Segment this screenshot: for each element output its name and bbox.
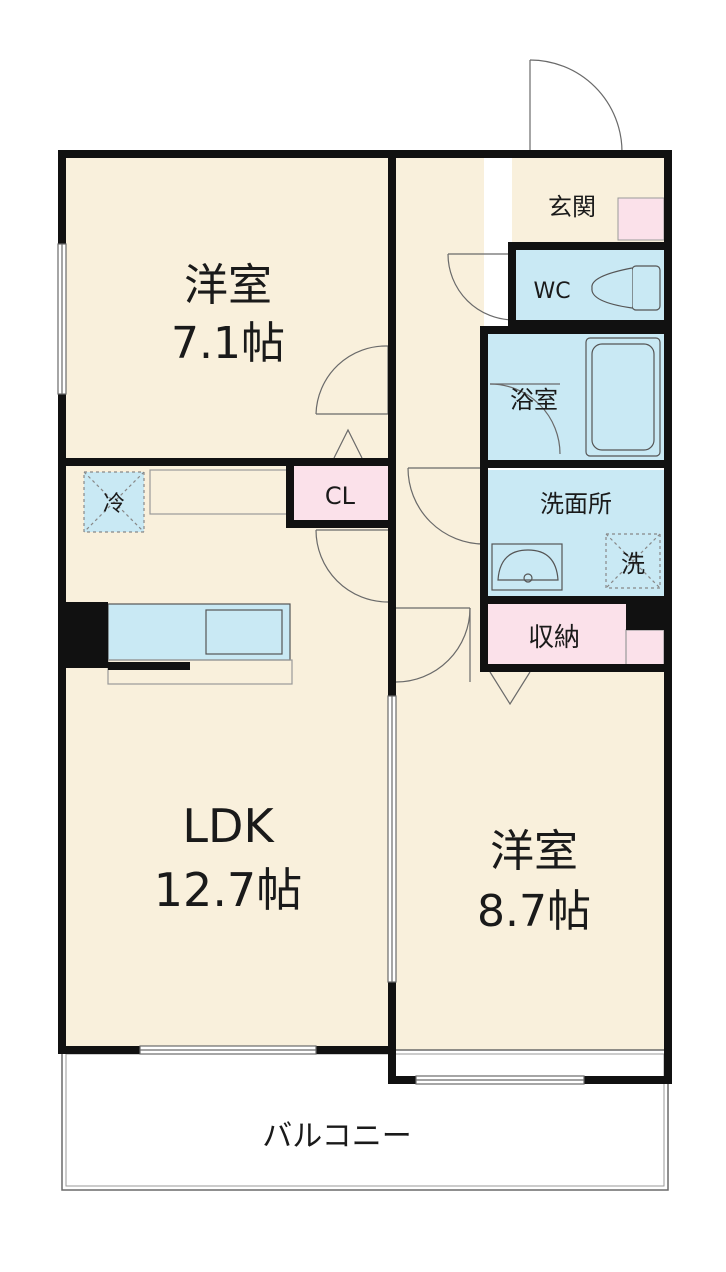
storage-shelf bbox=[625, 629, 665, 667]
sink-icon bbox=[491, 543, 563, 591]
windows bbox=[57, 243, 585, 1085]
doors bbox=[315, 59, 623, 706]
bathroom-label: 浴室 bbox=[510, 386, 558, 414]
entrance-label: 玄関 bbox=[548, 193, 596, 221]
fixtures bbox=[83, 265, 665, 685]
door-swing-icon bbox=[395, 607, 471, 683]
western-room-2-name: 洋室 bbox=[490, 826, 578, 877]
door-swing-icon bbox=[315, 529, 389, 603]
balcony-area bbox=[61, 1049, 669, 1191]
washroom-label: 洗面所 bbox=[540, 490, 612, 518]
western-room-1-name: 洋室 bbox=[184, 260, 272, 311]
washer-label: 洗 bbox=[621, 550, 645, 578]
storage-label: 収納 bbox=[528, 623, 580, 653]
western-room-1-size: 7.1帖 bbox=[171, 318, 285, 369]
refrigerator-label: 冷 bbox=[103, 492, 125, 517]
floor-western-room-2 bbox=[396, 668, 664, 1078]
floor-areas bbox=[66, 158, 665, 1078]
ldk-size: 12.7帖 bbox=[154, 863, 302, 917]
floor-hallway bbox=[396, 158, 484, 678]
western-room-2-size: 8.7帖 bbox=[477, 886, 591, 937]
wc-label: WC bbox=[533, 279, 570, 304]
balcony-label: バルコニー bbox=[262, 1119, 411, 1154]
door-swing-icon bbox=[489, 383, 561, 455]
kitchen-backsplash bbox=[107, 659, 293, 685]
floor-western-room-1 bbox=[66, 158, 390, 460]
closet-label: CL bbox=[325, 482, 356, 510]
toilet-icon bbox=[591, 265, 661, 311]
kitchen-sink bbox=[205, 609, 283, 655]
floor-ldk bbox=[66, 466, 390, 1048]
entrance-shoe-box bbox=[617, 197, 665, 241]
ldk-name: LDK bbox=[182, 799, 275, 853]
labels: 洋室 7.1帖 LDK 12.7帖 洋室 8.7帖 玄関 WC 浴室 洗面所 収… bbox=[103, 193, 645, 1154]
door-swing-icon bbox=[407, 467, 485, 545]
door-swing-icon bbox=[529, 59, 623, 153]
floor-closet bbox=[292, 466, 388, 522]
bathtub-icon bbox=[585, 337, 661, 457]
door-swing-icon bbox=[447, 253, 515, 321]
